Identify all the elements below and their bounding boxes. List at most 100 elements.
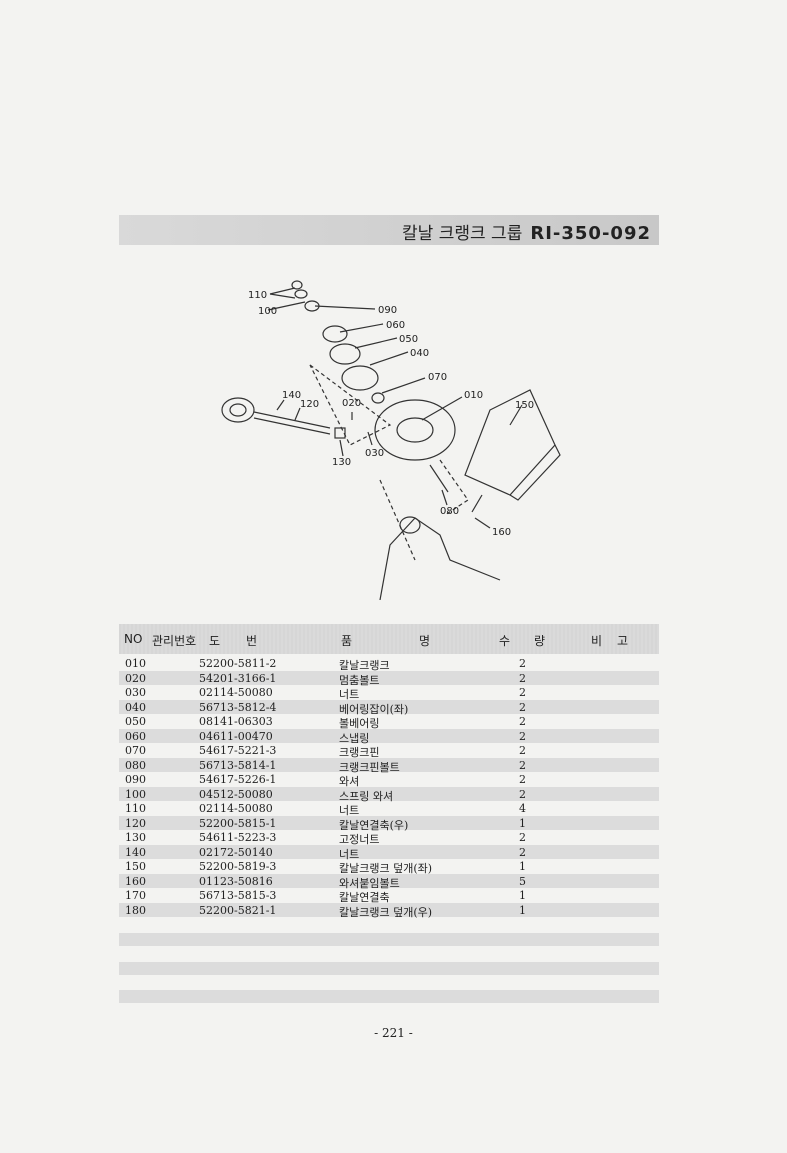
cell-name: 칼날크랭크 <box>339 659 390 672</box>
header-remark-1: 비 <box>591 634 603 648</box>
cell-qty: 2 <box>519 657 526 670</box>
svg-text:160: 160 <box>492 527 511 538</box>
svg-text:040: 040 <box>410 348 429 359</box>
svg-text:130: 130 <box>332 457 351 468</box>
svg-text:150: 150 <box>515 400 534 411</box>
table-row: 140 02172-50140 너트 2 <box>119 844 659 861</box>
cell-code: 02114-50080 <box>199 686 273 699</box>
cell-qty: 2 <box>519 845 526 859</box>
header-drawing-2: 번 <box>246 634 258 648</box>
cell-qty: 2 <box>519 700 526 714</box>
cell-no: 150 <box>125 860 146 873</box>
svg-text:010: 010 <box>464 390 483 401</box>
header-item-2: 명 <box>419 634 431 648</box>
cell-name: 베어링잡이(좌) <box>339 702 409 716</box>
header-remark-2: 고 <box>617 634 629 648</box>
svg-text:120: 120 <box>300 399 319 410</box>
header-mgmt-no: 관리번호 <box>152 634 197 648</box>
cell-qty: 4 <box>519 802 526 815</box>
cell-name: 크랭크핀볼트 <box>339 760 400 774</box>
title-band: 칼날 크랭크 그룹 RI-350-092 <box>119 215 659 245</box>
svg-text:110: 110 <box>248 290 267 301</box>
svg-text:070: 070 <box>428 372 447 383</box>
cell-qty: 2 <box>519 787 526 801</box>
cell-name: 고정너트 <box>339 833 380 846</box>
cell-code: 56713-5812-4 <box>199 700 277 714</box>
header-item-1: 품 <box>341 634 353 648</box>
cell-no: 180 <box>125 903 146 917</box>
cell-qty: 1 <box>519 816 526 830</box>
cell-code: 54611-5223-3 <box>199 831 277 844</box>
cell-qty: 2 <box>519 773 526 786</box>
cell-qty: 2 <box>519 831 526 844</box>
cell-qty: 2 <box>519 686 526 699</box>
page-title: 칼날 크랭크 그룹 RI-350-092 <box>402 219 651 244</box>
title-text: 칼날 크랭크 그룹 <box>402 224 523 244</box>
exploded-parts-diagram: 110 100 090 060 050 040 070 010 150 140 … <box>221 280 561 600</box>
cell-qty: 1 <box>519 889 526 902</box>
svg-text:140: 140 <box>282 390 301 401</box>
cell-code: 08141-06303 <box>199 715 273 728</box>
cell-no: 100 <box>125 787 146 801</box>
cell-qty: 1 <box>519 903 526 917</box>
cell-code: 01123-50816 <box>199 874 273 888</box>
cell-qty: 2 <box>519 671 526 685</box>
cell-code: 54201-3166-1 <box>199 671 277 685</box>
header-qty-2: 량 <box>534 634 546 648</box>
cell-code: 54617-5226-1 <box>199 773 277 786</box>
cell-code: 56713-5814-1 <box>199 758 277 772</box>
cell-no: 030 <box>125 686 146 699</box>
svg-text:090: 090 <box>378 305 397 316</box>
cell-code: 54617-5221-3 <box>199 744 277 757</box>
cell-code: 52200-5819-3 <box>199 860 277 873</box>
blank-row <box>119 962 659 975</box>
cell-name: 칼날연결축 <box>339 891 390 904</box>
svg-text:020: 020 <box>342 398 361 409</box>
cell-name: 스냅링 <box>339 731 370 745</box>
cell-code: 56713-5815-3 <box>199 889 277 902</box>
table-row: 090 54617-5226-1 와셔 2 <box>119 772 659 788</box>
title-code: RI-350-092 <box>530 223 651 244</box>
cell-name: 너트 <box>339 847 360 861</box>
cell-name: 와셔 <box>339 775 360 788</box>
cell-no: 130 <box>125 831 146 844</box>
cell-no: 160 <box>125 874 146 888</box>
table-row: 130 54611-5223-3 고정너트 2 <box>119 830 659 846</box>
cell-no: 090 <box>125 773 146 786</box>
cell-name: 칼날연결축(우) <box>339 818 409 832</box>
cell-code: 52200-5815-1 <box>199 816 277 830</box>
cell-name: 스프링 와셔 <box>339 789 394 803</box>
blank-row <box>119 990 659 1003</box>
svg-text:030: 030 <box>365 448 384 459</box>
cell-qty: 5 <box>519 874 526 888</box>
cell-code: 02172-50140 <box>199 845 273 859</box>
cell-qty: 2 <box>519 758 526 772</box>
svg-text:050: 050 <box>399 334 418 345</box>
cell-name: 멈춤볼트 <box>339 673 380 687</box>
cell-name: 칼날크랭크 덮개(우) <box>339 905 433 919</box>
cell-no: 040 <box>125 700 146 714</box>
header-drawing-1: 도 <box>209 634 221 648</box>
cell-no: 020 <box>125 671 146 685</box>
cell-no: 140 <box>125 845 146 859</box>
cell-code: 04611-00470 <box>199 729 273 743</box>
table-row: 020 54201-3166-1 멈춤볼트 2 <box>119 670 659 687</box>
cell-code: 02114-50080 <box>199 802 273 815</box>
table-row: 100 04512-50080 스프링 와셔 2 <box>119 786 659 803</box>
table-row: 040 56713-5812-4 베어링잡이(좌) 2 <box>119 699 659 716</box>
svg-text:100: 100 <box>258 306 277 317</box>
cell-no: 070 <box>125 744 146 757</box>
cell-code: 04512-50080 <box>199 787 273 801</box>
